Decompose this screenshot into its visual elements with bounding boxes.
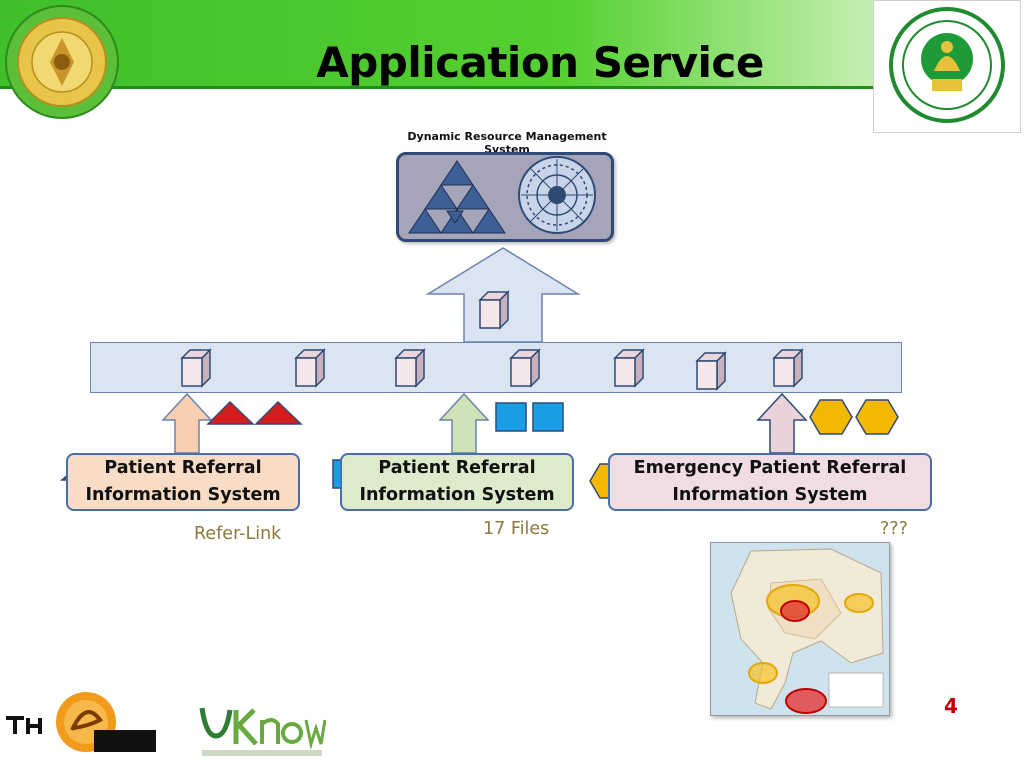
thailand-map-image: [710, 542, 890, 716]
system-label-line2: Information System: [85, 485, 281, 505]
note-unknown: ???: [880, 519, 908, 539]
page-number: 4: [944, 694, 958, 718]
slide-title: Application Service: [316, 38, 764, 87]
up-arrow-system-2: [438, 392, 490, 454]
cube-icon: [295, 349, 325, 387]
university-seal-logo: [5, 5, 119, 119]
up-arrow-system-1: [161, 392, 213, 454]
cube-icon: [395, 349, 425, 387]
header-divider: [0, 86, 880, 89]
up-arrow-system-3: [756, 392, 808, 454]
system-label-line1: Patient Referral: [104, 458, 262, 478]
note-17-files: 17 Files: [483, 519, 550, 539]
cube-icon: [773, 349, 803, 387]
network-globe-icon: [518, 156, 596, 234]
system-label-line2: Information System: [359, 485, 555, 505]
uknow-logo: [199, 707, 326, 756]
note-refer-link: Refer-Link: [194, 524, 282, 544]
service-bus-bar: [90, 342, 902, 393]
yellow-hexagon-icon: [809, 399, 853, 435]
ministry-ict-seal-logo: [873, 0, 1021, 133]
cube-icon: [479, 291, 509, 329]
drms-box: [396, 152, 614, 242]
blue-square-icon: [495, 402, 527, 432]
red-triangle-icon: [206, 400, 255, 425]
thegif-logo: [2, 692, 156, 752]
triangle-pyramid-icon: [408, 160, 506, 234]
header-band: [0, 0, 1024, 88]
yellow-hexagon-icon: [855, 399, 899, 435]
blue-square-icon: [532, 402, 564, 432]
cube-icon: [696, 352, 726, 390]
system-label-line1: Emergency Patient Referral: [633, 458, 907, 478]
red-triangle-icon: [254, 400, 303, 425]
cube-icon: [510, 349, 540, 387]
cube-icon: [181, 349, 211, 387]
system-label-line2: Information System: [672, 485, 868, 505]
cube-icon: [614, 349, 644, 387]
system-label-line1: Patient Referral: [378, 458, 536, 478]
